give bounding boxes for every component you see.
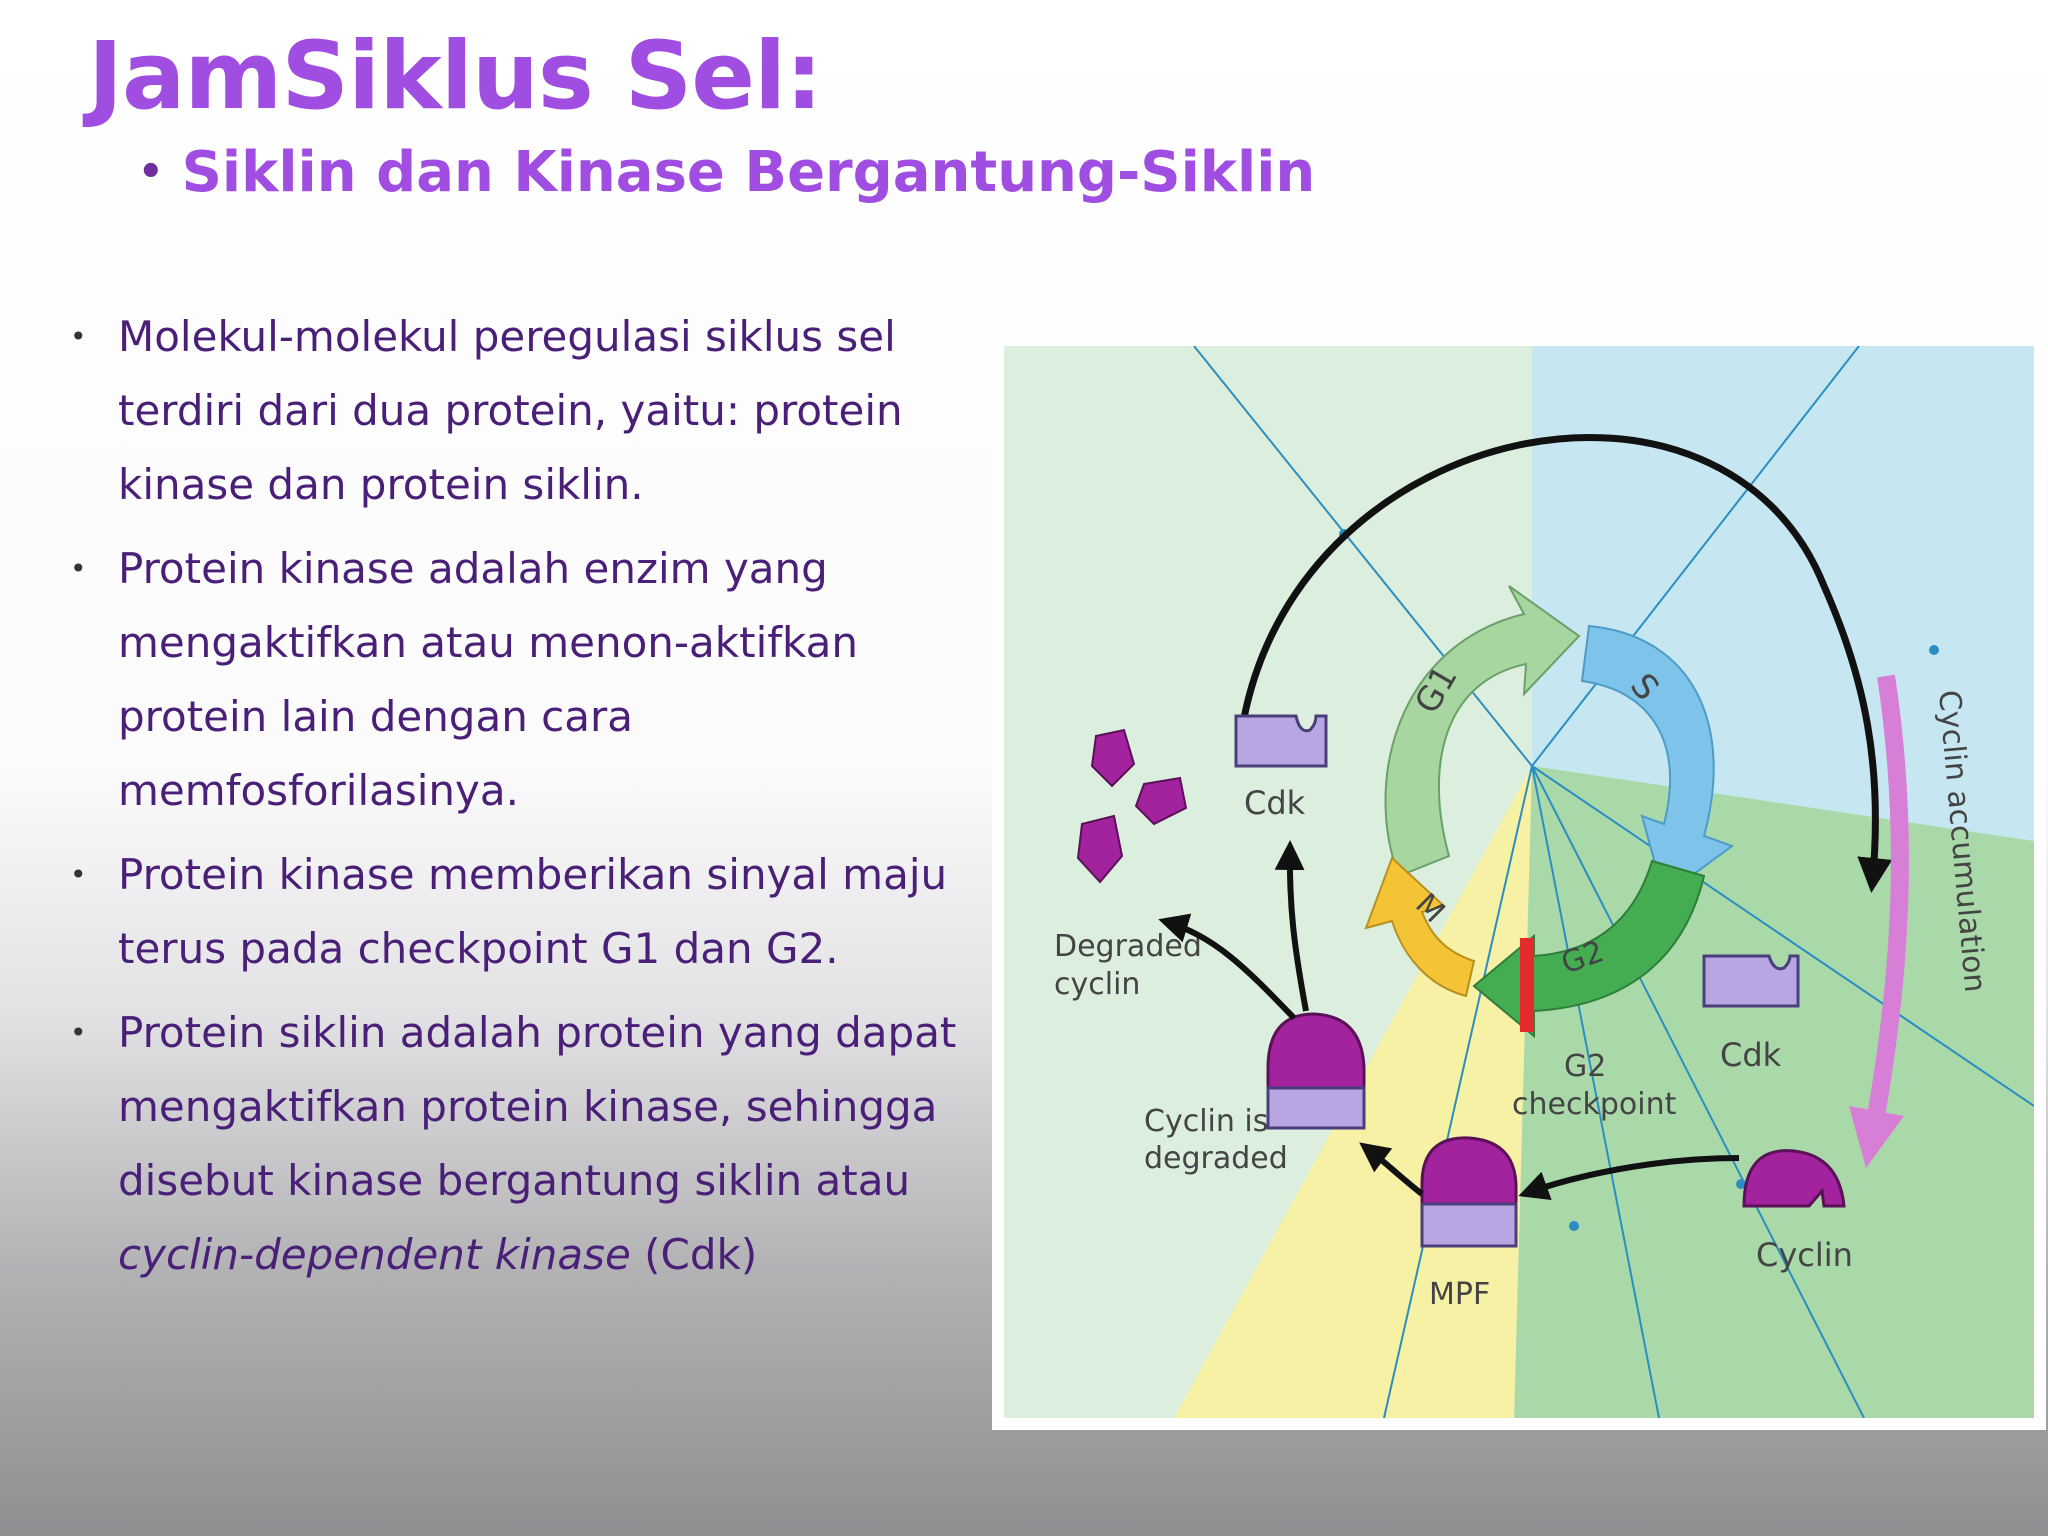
bullet-italic-term: cyclin-dependent kinase [118,1230,631,1279]
cyclin-accumulation-arrow [1867,674,1909,1118]
bullet-item: • Protein siklin adalah protein yang dapa… [70,996,990,1292]
slide-subtitle: • Siklin dan Kinase Bergantung-Siklin [138,140,1315,205]
bullet-mark: • [70,1016,87,1049]
label-cyclin: Cyclin [1756,1236,1853,1274]
subtitle-text: Siklin dan Kinase Bergantung-Siklin [181,140,1316,205]
bullet-text: Protein kinase adalah enzim yang mengakt… [118,544,858,815]
label-cdk-top: Cdk [1244,784,1306,822]
cyclin-accumulation-arrowhead [1849,1106,1904,1168]
g1-phase-arrow [1384,585,1581,878]
label-g2-checkpoint-2: checkpoint [1512,1087,1677,1122]
degrading-complex-base [1266,1086,1366,1130]
m-phase-arrow [1364,856,1476,998]
bullet-text: Protein siklin adalah protein yang dapat… [118,1008,957,1205]
bullet-list: • Molekul-molekul peregulasi siklus sel t… [70,300,990,1302]
mpf-cyclin-top [1420,1136,1518,1206]
bullet-text: Protein kinase memberikan sinyal maju te… [118,850,948,973]
label-mpf: MPF [1429,1277,1490,1312]
bullet-item: • Protein kinase memberikan sinyal maju t… [70,838,990,986]
cell-cycle-diagram: G1 S G2 M Cdk Cdk Cyclin Cyclin accumula… [1004,346,2034,1418]
cyclin-shape [1742,1149,1846,1208]
label-g2-checkpoint-1: G2 [1564,1049,1606,1084]
slide-title: JamSiklus Sel: [88,22,823,131]
degrading-complex-top [1266,1012,1366,1090]
cdk-right-block [1702,954,1800,1008]
label-cyclin-is-degraded-1: Cyclin is [1144,1104,1268,1139]
label-cdk-right: Cdk [1720,1036,1782,1074]
blue-rays [1193,346,2034,1418]
bullet-mark: • [70,320,87,353]
cdk-top-block [1234,714,1328,768]
bullet-text-end: (Cdk) [630,1230,758,1279]
bullet-text: Molekul-molekul peregulasi siklus sel te… [118,312,903,509]
s-phase-arrow [1580,624,1735,898]
bullet-item: • Molekul-molekul peregulasi siklus sel t… [70,300,990,522]
bullet-mark: • [70,552,87,585]
process-arrows [1158,840,1740,1200]
black-arc-arrow [1240,433,1893,893]
bullet-item: • Protein kinase adalah enzim yang mengak… [70,532,990,828]
g2-checkpoint-bar [1520,938,1534,1032]
mpf-cdk-base [1420,1202,1518,1248]
label-degraded-2: cyclin [1054,967,1140,1002]
degraded-cyclin-fragments [1076,728,1188,884]
label-cyclin-is-degraded-2: degraded [1144,1141,1288,1176]
subtitle-bullet: • [138,149,164,195]
label-degraded-1: Degraded [1054,929,1202,964]
bullet-mark: • [70,858,87,891]
cell-cycle-diagram-frame: G1 S G2 M Cdk Cdk Cyclin Cyclin accumula… [992,338,2046,1430]
